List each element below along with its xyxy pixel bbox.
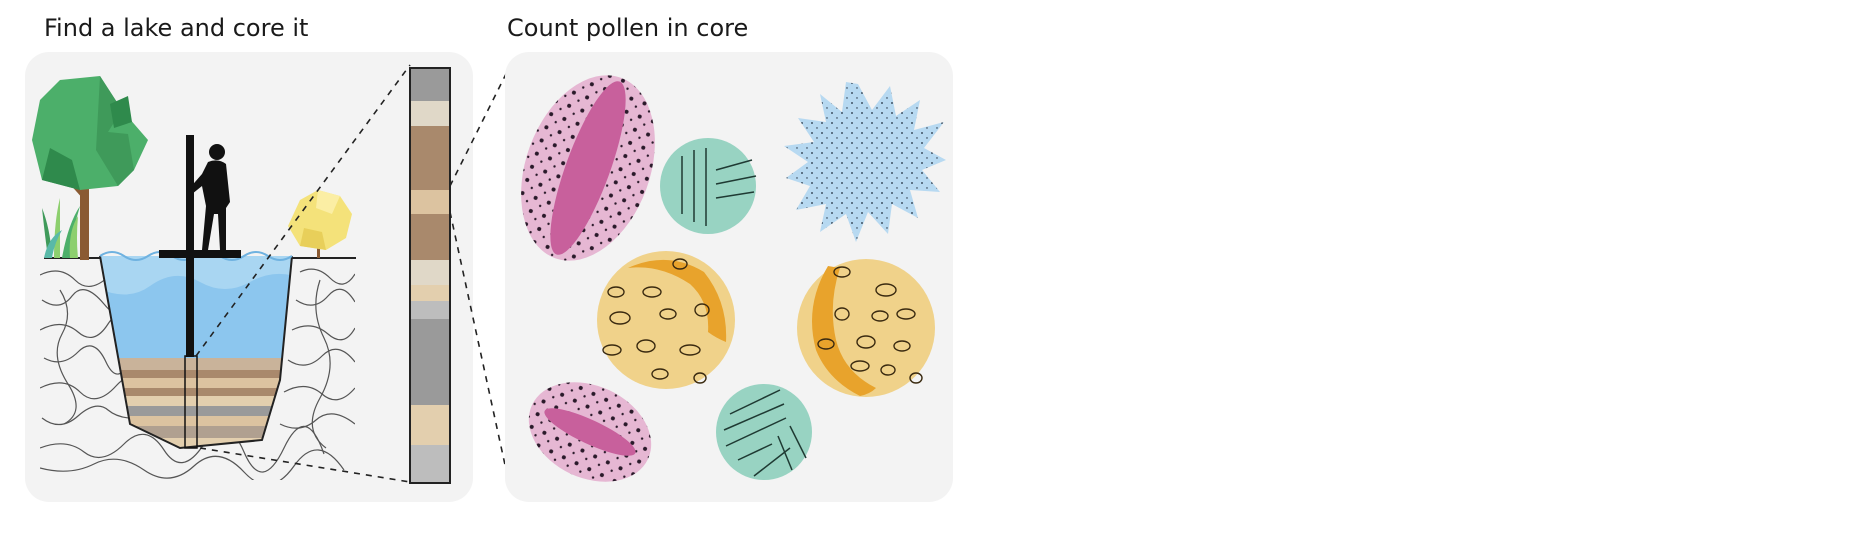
lake-panel — [25, 52, 473, 502]
tree-icon — [32, 76, 148, 260]
panel-title-lake: Find a lake and core it — [44, 14, 309, 42]
pollen-grain-icon — [784, 82, 946, 242]
grass-icon — [42, 198, 80, 258]
shrub-icon — [288, 190, 352, 258]
sediment-core-strip — [409, 67, 451, 484]
pollen-grain-icon — [521, 75, 655, 261]
pollen-grain-icon — [716, 384, 812, 480]
pollen-grain-icon — [597, 251, 735, 389]
person-icon — [188, 144, 230, 250]
pollen-grain-icon — [660, 138, 757, 234]
core-drill-icon — [159, 135, 241, 449]
panel-title-pollen: Count pollen in core — [507, 14, 749, 42]
pollen-grain-icon — [797, 259, 935, 397]
pollen-grain-icon — [528, 382, 652, 482]
pollen-panel — [505, 52, 953, 502]
lake-basin — [100, 256, 292, 448]
